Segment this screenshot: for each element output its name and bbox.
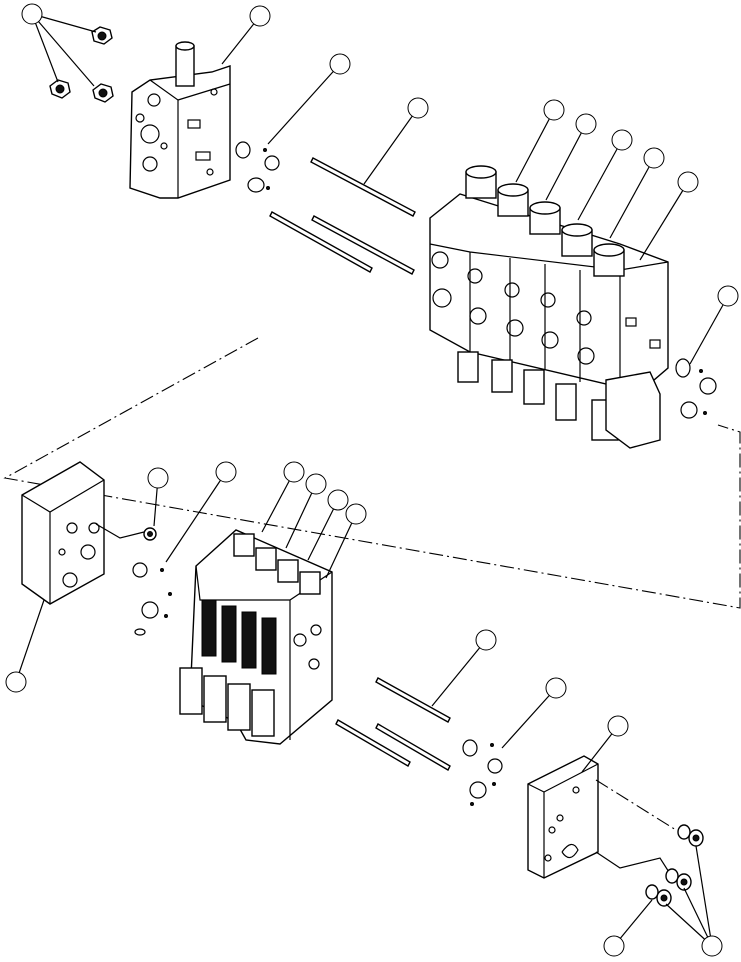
- nut-4: [677, 824, 704, 847]
- nut-6: [645, 884, 672, 907]
- callout-balloon: [345, 503, 367, 525]
- nut-3: [92, 83, 114, 103]
- nut-5: [665, 868, 692, 891]
- tie-rods-top: [269, 157, 416, 275]
- callout-balloon: [611, 129, 633, 151]
- spool-caps-top: [465, 165, 625, 277]
- valve-bank-lower: [179, 529, 333, 745]
- callout-balloon: [575, 113, 597, 135]
- end-plate-right: [527, 755, 599, 879]
- seal-group-lower: [462, 739, 503, 806]
- callout-balloon: [701, 935, 723, 957]
- callout-balloon: [407, 97, 429, 119]
- plug-mid: [143, 527, 157, 541]
- spool-caps-lower: [233, 533, 321, 595]
- seal-group-mid: [132, 562, 172, 636]
- callout-balloon: [283, 461, 305, 483]
- callout-balloons: [5, 3, 739, 957]
- callout-balloon: [5, 671, 27, 693]
- callout-balloon: [545, 677, 567, 699]
- callout-balloon: [543, 99, 565, 121]
- end-plate-axis-1: [595, 779, 677, 831]
- inlet-section: [129, 41, 231, 199]
- callout-balloon: [305, 473, 327, 495]
- callout-balloon: [643, 147, 665, 169]
- solenoids-top: [457, 351, 661, 449]
- callout-leaders: [15, 13, 729, 947]
- end-cover-left: [21, 461, 105, 605]
- end-cover-leader: [95, 523, 145, 539]
- callout-balloon: [607, 715, 629, 737]
- callout-balloon: [215, 461, 237, 483]
- callout-balloon: [677, 171, 699, 193]
- nut-2: [49, 79, 71, 99]
- callout-balloon: [475, 629, 497, 651]
- callout-balloon: [147, 467, 169, 489]
- callout-balloon: [21, 3, 43, 25]
- valve-bank-top: [429, 165, 669, 449]
- assembly-path-line: [3, 337, 741, 609]
- solenoids-lower: [179, 599, 277, 737]
- callout-balloon: [327, 489, 349, 511]
- nut-1: [91, 26, 113, 45]
- seal-group-right: [675, 358, 717, 419]
- callout-balloon: [717, 285, 739, 307]
- seal-group-top: [235, 141, 280, 193]
- nut-group-lower: [645, 824, 704, 907]
- tie-rods-lower: [335, 677, 451, 771]
- callout-balloon: [329, 53, 351, 75]
- callout-balloon: [249, 5, 271, 27]
- nut-group-top: [49, 26, 114, 103]
- end-plate-axis-2: [595, 851, 675, 881]
- callout-balloon: [603, 935, 625, 957]
